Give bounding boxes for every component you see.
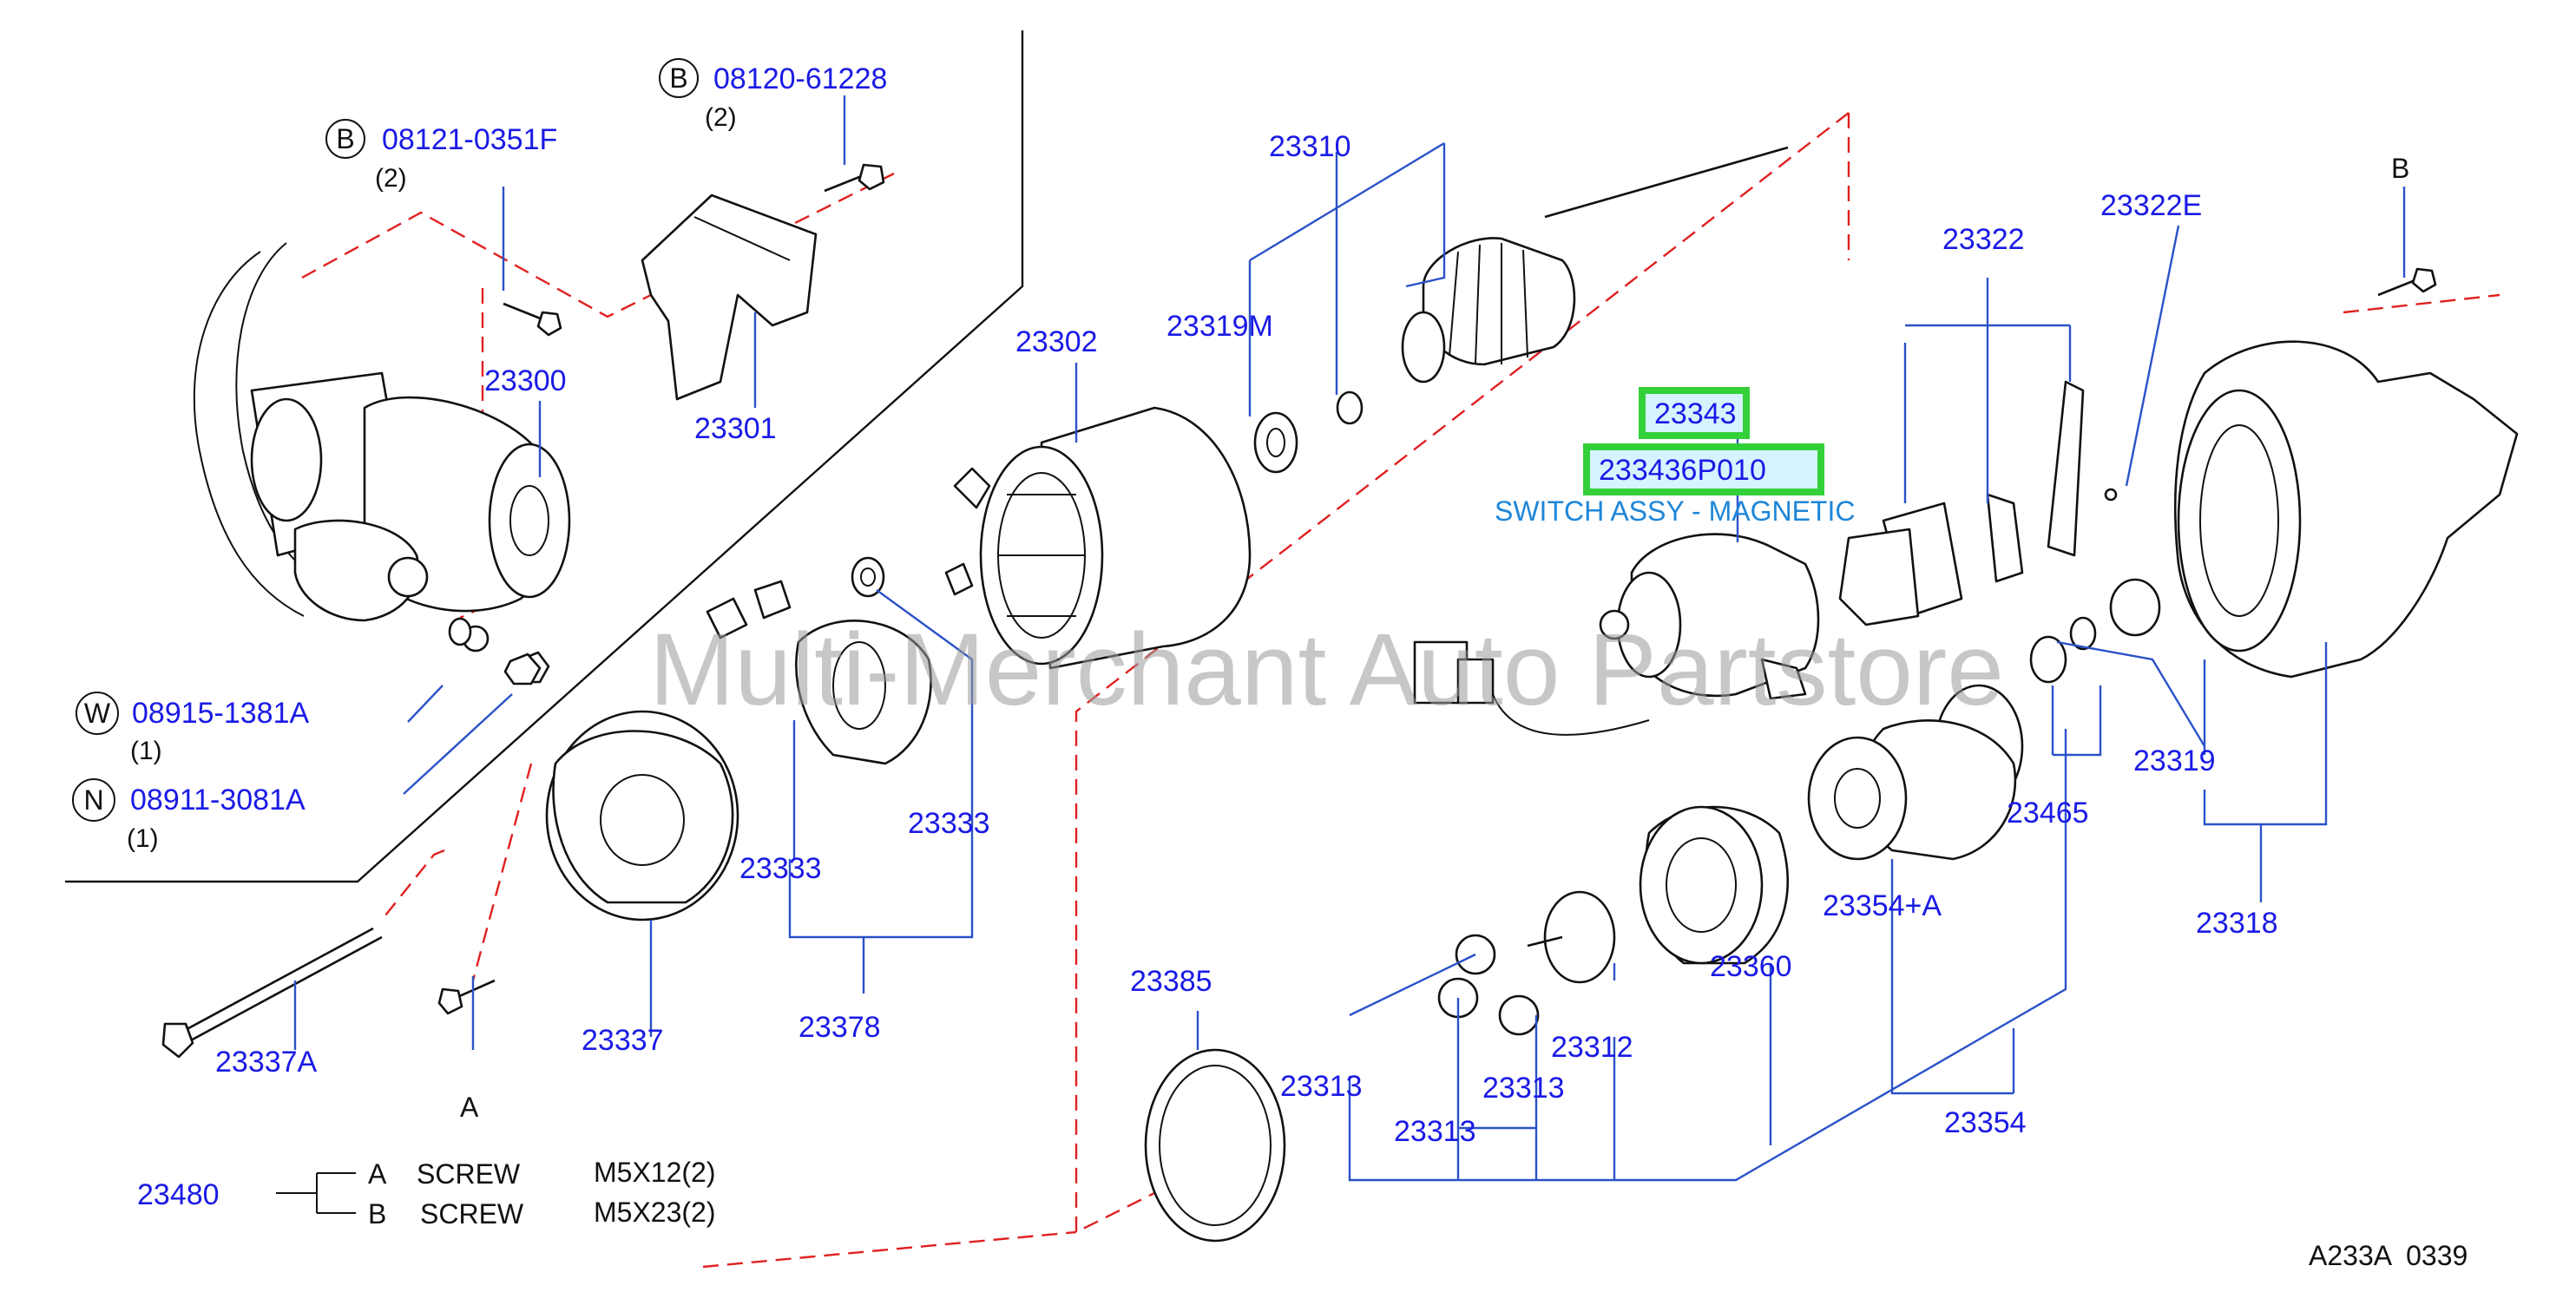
bolt-b-top	[2377, 267, 2437, 297]
label-23313-b[interactable]: 23313	[1394, 1115, 1476, 1148]
screw-legend: 23480 A SCREW M5X12(2) B SCREW M5X23(2)	[137, 1157, 716, 1230]
label-23360[interactable]: 23360	[1710, 950, 1792, 983]
label-23333-right[interactable]: 23333	[908, 807, 990, 840]
leader-lines	[276, 95, 2406, 1214]
label-08120-61228[interactable]: 08120-61228	[713, 62, 887, 95]
through-bolt-23337a	[161, 927, 383, 1059]
label-23312[interactable]: 23312	[1551, 1031, 1633, 1064]
label-23337a[interactable]: 23337A	[215, 1046, 318, 1079]
label-23465[interactable]: 23465	[2007, 797, 2089, 830]
callout-letter: B	[669, 62, 687, 94]
label-23319m[interactable]: 23319M	[1166, 310, 1273, 343]
label-23322e[interactable]: 23322E	[2100, 189, 2202, 222]
label-23310[interactable]: 23310	[1269, 130, 1351, 163]
legend-row-b-size: M5X23(2)	[594, 1197, 716, 1228]
label-23480[interactable]: 23480	[137, 1178, 220, 1211]
callout-circle-08911: N	[72, 778, 115, 822]
lever-23322	[1838, 380, 2085, 626]
brush-holder-23333	[795, 620, 932, 765]
legend-row-a-size: M5X12(2)	[594, 1157, 716, 1188]
label-switch-assy-magnetic: SWITCH ASSY - MAGNETIC	[1495, 495, 1855, 527]
bearing-23319m	[1253, 411, 1298, 474]
bolt-08120	[824, 163, 885, 193]
label-08121-0351f[interactable]: 08121-0351F	[382, 123, 557, 156]
callout-letter: W	[84, 698, 111, 729]
shaft-23312	[1527, 890, 1616, 984]
housing-23318	[2029, 340, 2519, 684]
legend-row-b-desc: SCREW	[420, 1198, 524, 1230]
part-labels: 08120-61228 (2) 08121-0351F (2) 08915-13…	[127, 62, 2409, 1148]
armature-23310	[1401, 146, 1789, 384]
highlight-233436p010[interactable]	[1583, 443, 1824, 495]
legend-row-b-letter: B	[368, 1198, 386, 1230]
label-23313-a[interactable]: 23313	[1280, 1070, 1363, 1103]
label-23343[interactable]: 23343	[1654, 397, 1737, 430]
label-08915-1381a[interactable]: 08915-1381A	[132, 697, 310, 730]
bracket-23301	[641, 193, 818, 401]
screw-a	[437, 979, 496, 1015]
label-23337[interactable]: 23337	[582, 1024, 664, 1057]
label-23354[interactable]: 23354	[1944, 1106, 2027, 1139]
label-23302[interactable]: 23302	[1015, 325, 1098, 358]
label-23318[interactable]: 23318	[2196, 907, 2278, 940]
label-23322[interactable]: 23322	[1942, 223, 2025, 256]
washer-23310	[1336, 390, 1364, 425]
legend-row-a-desc: SCREW	[417, 1158, 521, 1190]
planet-gears-23313	[1437, 934, 1540, 1036]
label-233436p010[interactable]: 233436P010	[1599, 454, 1766, 487]
label-23385[interactable]: 23385	[1130, 965, 1212, 998]
label-a: A	[460, 1092, 479, 1123]
label-23301[interactable]: 23301	[694, 412, 777, 445]
highlight-23343[interactable]	[1639, 387, 1750, 439]
yoke-23302	[944, 406, 1252, 670]
washers-left	[448, 617, 542, 685]
callout-circle-08120: B	[659, 58, 699, 98]
legend-row-a-letter: A	[368, 1158, 387, 1190]
brush-spring-left	[706, 580, 792, 639]
drawing-reference: A233A 0339	[2309, 1240, 2468, 1271]
label-23300[interactable]: 23300	[484, 364, 567, 397]
label-23333-left[interactable]: 23333	[739, 852, 822, 885]
magnetic-switch-23343	[1413, 533, 1820, 736]
watermark-text: Multi-Merchant Auto Partstore	[649, 613, 2004, 727]
qty-08120: (2)	[705, 103, 737, 132]
label-08911-3081a[interactable]: 08911-3081A	[130, 784, 306, 817]
callout-letter: B	[336, 123, 354, 154]
qty-08121: (2)	[375, 164, 407, 193]
label-23313-c[interactable]: 23313	[1482, 1072, 1565, 1105]
end-frame-23337	[545, 710, 739, 921]
brush-spring-right	[851, 556, 885, 598]
callout-letter: N	[83, 784, 103, 816]
bolt-08121	[503, 302, 562, 337]
callout-circle-08915: W	[76, 692, 119, 735]
gasket-23385	[1144, 1048, 1286, 1243]
label-23378[interactable]: 23378	[798, 1011, 881, 1044]
starter-assembly-23300	[193, 242, 571, 684]
label-b-top: B	[2391, 153, 2409, 184]
label-23354-plus-a[interactable]: 23354+A	[1823, 889, 1942, 922]
qty-08911: (1)	[127, 824, 159, 853]
pinion-23354	[1807, 684, 2024, 861]
callout-circle-08121: B	[325, 119, 365, 159]
inset-frame	[65, 30, 1024, 883]
clutch-23360	[1639, 805, 1789, 965]
label-23319[interactable]: 23319	[2133, 744, 2216, 777]
qty-08915: (1)	[130, 737, 162, 765]
